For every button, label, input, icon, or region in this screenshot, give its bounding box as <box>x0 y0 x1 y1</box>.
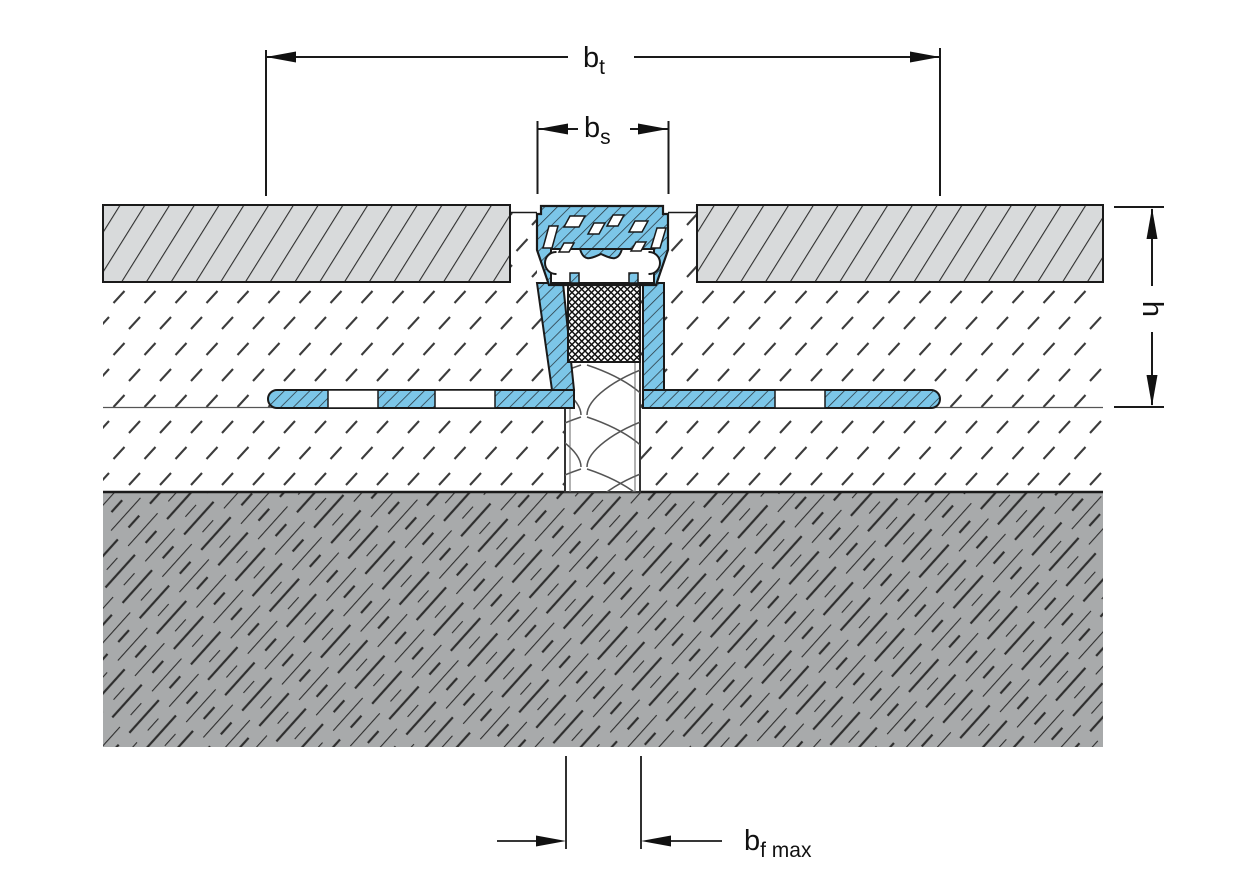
arrowhead-left <box>266 51 296 63</box>
flange-anchor-hole <box>327 389 379 409</box>
dimension-h <box>1114 206 1164 408</box>
bs-base: b <box>584 112 601 144</box>
bs-subscript: s <box>600 126 611 149</box>
profile-cavity <box>544 248 661 284</box>
flange-anchor-hole <box>774 389 826 409</box>
arrowhead-down <box>1146 375 1158 406</box>
bt-subscript: t <box>599 56 605 79</box>
tile-layer-right <box>696 204 1104 283</box>
dimension-label-bs: bs <box>584 112 611 148</box>
arrowhead-right <box>638 123 668 135</box>
elastomer-insert <box>567 282 641 363</box>
dimension-label-bf-max: bf max <box>744 825 811 861</box>
flange-anchor-hole <box>434 389 496 409</box>
cavity-center-anchor <box>578 248 624 260</box>
dimension-bt <box>265 48 941 196</box>
concrete-slab <box>103 490 1103 747</box>
arrowhead-right <box>536 835 566 847</box>
bf-base: b <box>744 825 761 857</box>
dimension-label-bt: bt <box>583 42 605 78</box>
profile-flange-right <box>642 389 941 409</box>
dimension-bs <box>536 121 670 194</box>
bt-base: b <box>583 42 600 74</box>
tile-layer-left <box>102 204 511 283</box>
profile-flange-left <box>267 389 575 409</box>
bf-subscript: f max <box>760 839 812 862</box>
arrowhead-left <box>538 123 568 135</box>
profile-chambers <box>542 214 668 253</box>
arrowhead-left <box>641 835 671 847</box>
cavity-foot-left <box>569 272 580 284</box>
arrowhead-right <box>910 51 940 63</box>
joint-filler-column <box>564 361 641 493</box>
cavity-foot-right <box>628 272 639 284</box>
arrowhead-up <box>1146 208 1158 239</box>
h-label: h <box>1136 300 1168 318</box>
dimension-bf-max <box>497 756 722 849</box>
dimension-label-h: h <box>1136 293 1168 325</box>
profile-wall-right <box>642 282 665 391</box>
